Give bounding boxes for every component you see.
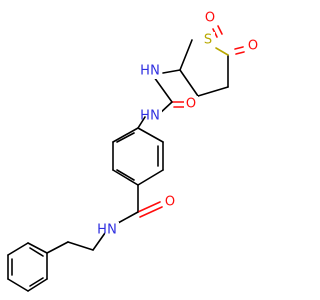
hydrogen-label: H	[97, 223, 107, 238]
oxygen-label: O	[165, 195, 175, 210]
nitrogen-label: N	[107, 223, 117, 238]
hydrogen-label: H	[140, 109, 150, 124]
benzyl-ring	[7, 241, 94, 292]
amide-group	[92, 184, 163, 251]
hydrogen-label: H	[140, 64, 150, 79]
oxygen-label: O	[205, 11, 215, 26]
sulfur-label: S	[204, 33, 212, 48]
central-benzene-ring	[112, 127, 164, 186]
atom-labels: O S O N H O N H O N H	[97, 10, 260, 238]
oxygen-label: O	[248, 39, 258, 54]
molecule-structure: O S O N H O N H O N H	[7, 10, 260, 292]
nitrogen-label: N	[150, 64, 160, 79]
oxygen-label: O	[186, 97, 196, 112]
nitrogen-label: N	[150, 109, 160, 124]
